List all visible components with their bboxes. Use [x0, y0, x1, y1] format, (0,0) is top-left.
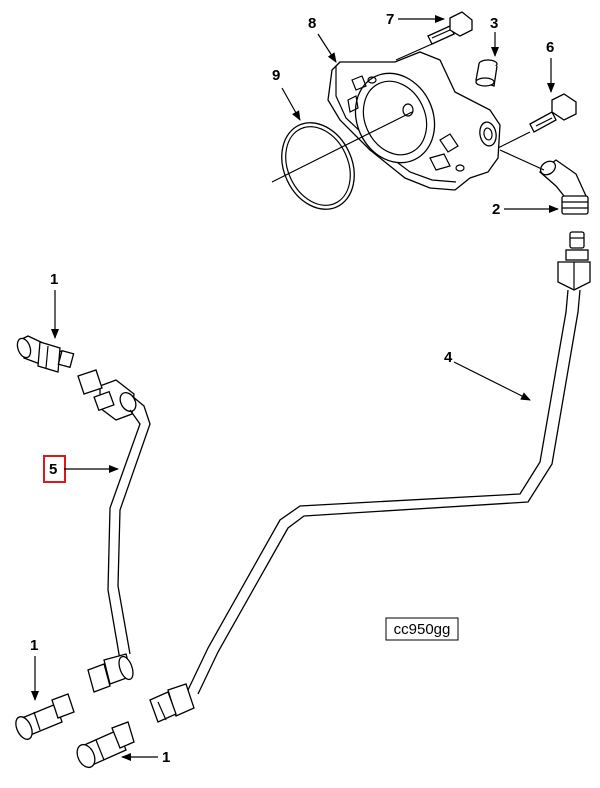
reference-code-box	[385, 617, 459, 641]
callout-6: 6	[546, 39, 554, 56]
fitting-1-lower-left	[15, 693, 75, 740]
elbow-fitting-2	[538, 159, 589, 215]
leader-9	[281, 87, 301, 121]
callout-1-lower-right: 1	[162, 749, 170, 766]
callout-4: 4	[444, 349, 453, 366]
callout-1-lower-left: 1	[30, 637, 38, 654]
center-line-6	[497, 131, 531, 149]
callout-9: 9	[272, 67, 280, 84]
bolt-6	[529, 93, 577, 133]
tube-4	[149, 231, 591, 723]
leader-8	[317, 33, 337, 63]
fitting-1-lower-right	[76, 721, 135, 769]
fitting-1-upper-left	[16, 335, 75, 373]
housing-flange	[327, 51, 501, 191]
callout-5: 5	[49, 461, 57, 478]
center-line-2	[499, 149, 545, 171]
tube-5	[77, 369, 151, 693]
callout-8: 8	[308, 15, 316, 32]
bolt-7	[427, 11, 473, 45]
callout-1-upper-left: 1	[50, 271, 58, 288]
callout-3: 3	[490, 15, 498, 32]
callout-2: 2	[492, 201, 500, 218]
leader-4	[453, 361, 531, 401]
center-line-7	[395, 43, 433, 61]
callout-7: 7	[386, 11, 394, 28]
center-line-9	[271, 111, 413, 183]
plug-3	[475, 59, 498, 87]
reference-code: cc950gg	[394, 621, 451, 638]
o-ring	[281, 122, 355, 210]
